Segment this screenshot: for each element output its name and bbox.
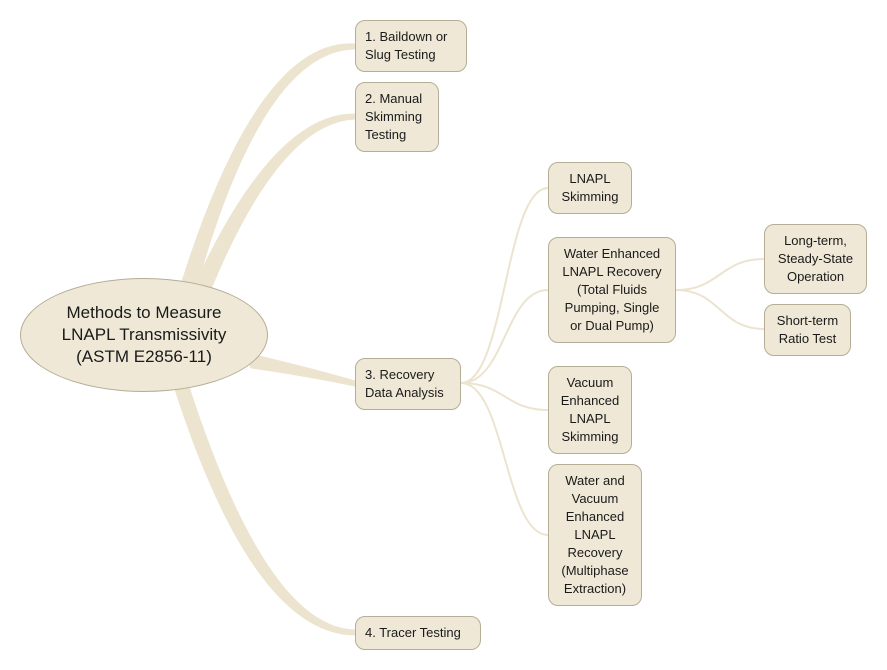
node-short-term-ratio-test[interactable]: Short-term Ratio Test bbox=[764, 304, 851, 356]
node-vacuum-enhanced-skimming[interactable]: Vacuum Enhanced LNAPL Skimming bbox=[548, 366, 632, 454]
node-tracer-testing[interactable]: 4. Tracer Testing bbox=[355, 616, 481, 650]
branch-root-to-recovery-data bbox=[249, 354, 358, 387]
branch-water-enhanced-to-long-term bbox=[675, 258, 765, 291]
branch-recovery-to-lnapl-skimming bbox=[460, 187, 549, 384]
node-lnapl-skimming[interactable]: LNAPL Skimming bbox=[548, 162, 632, 214]
branch-recovery-to-multiphase bbox=[460, 382, 549, 536]
branch-water-enhanced-to-short-term bbox=[675, 289, 765, 330]
branch-recovery-to-water-enhanced bbox=[460, 289, 549, 384]
branch-recovery-to-vacuum-enhanced bbox=[460, 382, 549, 411]
node-manual-skimming-testing[interactable]: 2. Manual Skimming Testing bbox=[355, 82, 439, 152]
node-long-term-steady-state[interactable]: Long-term, Steady-State Operation bbox=[764, 224, 867, 294]
branch-root-to-tracer-testing bbox=[173, 381, 358, 636]
node-recovery-data-analysis[interactable]: 3. Recovery Data Analysis bbox=[355, 358, 461, 410]
node-water-enhanced-recovery[interactable]: Water Enhanced LNAPL Recovery (Total Flu… bbox=[548, 237, 676, 343]
root-node-lnapl-transmissivity[interactable]: Methods to Measure LNAPL Transmissivity … bbox=[20, 278, 268, 392]
node-multiphase-extraction[interactable]: Water and Vacuum Enhanced LNAPL Recovery… bbox=[548, 464, 642, 606]
node-baildown-slug-testing[interactable]: 1. Baildown or Slug Testing bbox=[355, 20, 467, 72]
